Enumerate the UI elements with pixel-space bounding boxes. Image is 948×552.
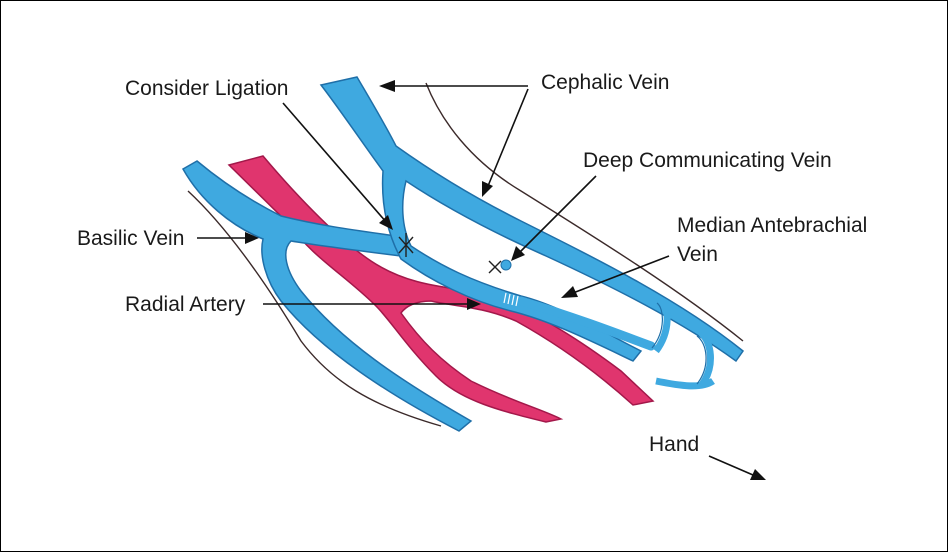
leader-basilic-vein [197,232,259,244]
median-antebrachial-vein [516,296,656,351]
label-median-antebrachial-line2: Vein [677,243,718,266]
leader-median-antebrachial-vein [561,255,670,298]
label-cephalic-vein: Cephalic Vein [541,71,669,94]
wrist-vein-loop-outline [651,302,707,385]
wrist-vein-loop [653,298,715,390]
deep-communicating-tie-icon [488,260,502,274]
ligation-tie-icon [398,233,414,257]
skin-outline-upper [425,82,744,342]
arrow-toward-hand [708,455,766,480]
label-median-antebrachial-line1: Median Antebrachial [677,214,867,237]
radial-artery [227,155,655,423]
cephalic-vein [319,76,745,363]
label-consider-ligation: Consider Ligation [125,77,288,100]
leader-radial-artery [263,298,481,310]
deep-communicating-vein-stub [500,259,512,271]
label-basilic-vein: Basilic Vein [77,227,184,250]
anastomosis-marks-icon [503,292,519,307]
label-deep-communicating-vein: Deep Communicating Vein [583,149,832,172]
basilic-vein [181,160,473,432]
label-hand: Hand [649,433,699,456]
leader-consider-ligation [282,102,393,230]
label-radial-artery: Radial Artery [125,293,246,316]
skin-outline-lower [187,190,442,427]
leader-cephalic-vein [379,80,529,197]
leader-deep-communicating-vein [511,175,597,261]
